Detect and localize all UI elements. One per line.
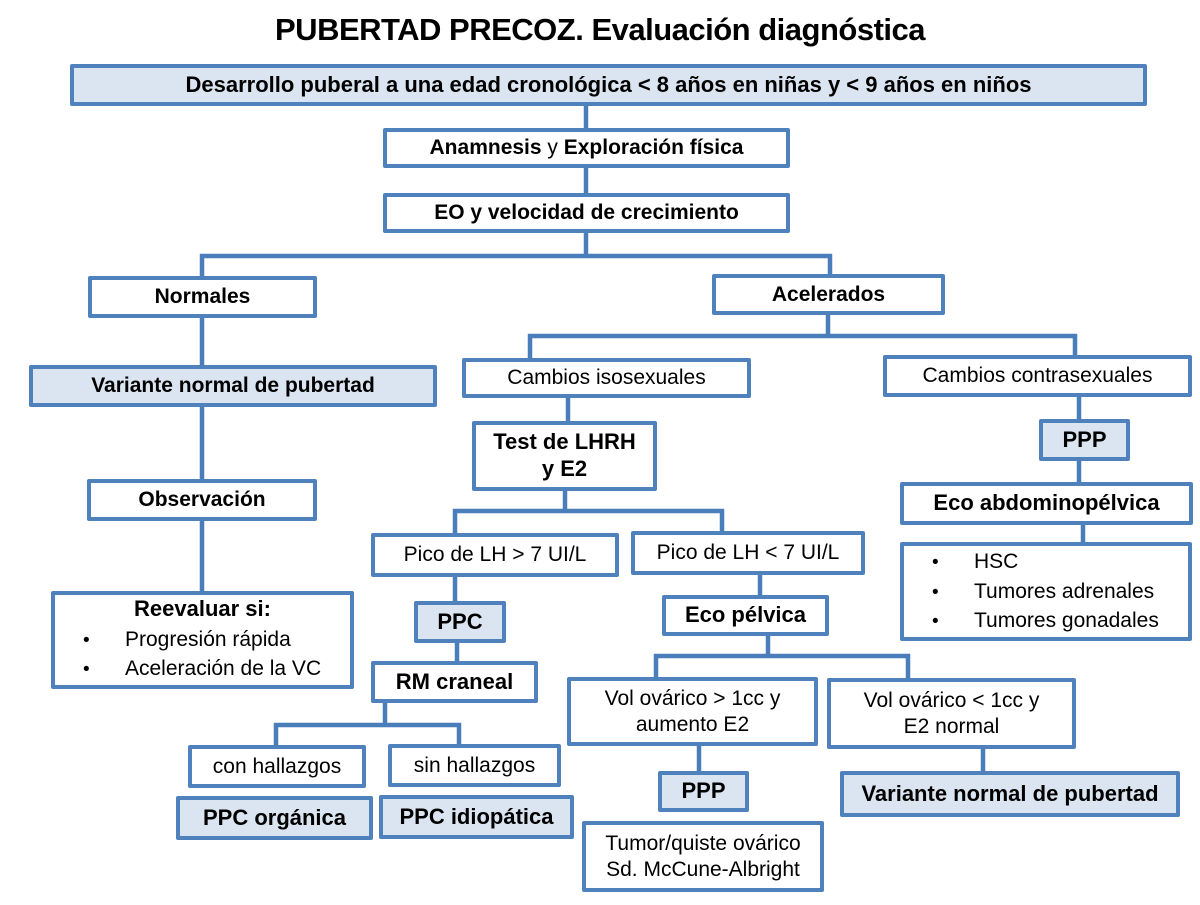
node-eo-label: EO y velocidad de crecimiento: [434, 201, 739, 225]
node-rm-craneal-label: RM craneal: [395, 668, 514, 694]
node-vol-bajo-line2: E2 normal: [903, 714, 1000, 738]
node-criteria-label: Desarrollo puberal a una edad cronológic…: [185, 71, 1032, 97]
node-contrasexuales-label: Cambios contrasexuales: [922, 364, 1153, 388]
node-test-lhrh: Test de LHRH y E2: [472, 421, 657, 491]
node-cambios-contrasexuales: Cambios contrasexuales: [883, 355, 1192, 397]
node-sin-hallazgos: sin hallazgos: [388, 744, 561, 787]
node-ppc: PPC: [414, 601, 506, 643]
node-vol-alto-line1: Vol ovárico > 1cc y: [604, 686, 781, 710]
node-acelerados-label: Acelerados: [771, 282, 886, 306]
node-variante-normal-left: Variante normal de pubertad: [29, 365, 437, 407]
node-test-lhrh-line2: y E2: [541, 456, 588, 481]
node-ppp-right: PPP: [1039, 419, 1130, 461]
list-item: Tumores gonadales: [910, 608, 1182, 634]
node-anamnesis: Anamnesis y Exploración física: [383, 128, 790, 168]
node-eco-pelvica: Eco pélvica: [662, 595, 829, 636]
node-con-hallazgos: con hallazgos: [188, 745, 366, 788]
node-tumor-line1: Tumor/quiste ovárico: [605, 831, 801, 855]
node-hallazgos-ppp: HSC Tumores adrenales Tumores gonadales: [900, 542, 1192, 641]
node-normales: Normales: [88, 276, 317, 318]
node-tumor-quiste: Tumor/quiste ovárico Sd. McCune-Albright: [582, 821, 824, 892]
node-acelerados: Acelerados: [712, 274, 945, 315]
node-sin-hallazgos-label: sin hallazgos: [413, 753, 536, 777]
list-item: Progresión rápida: [61, 627, 344, 653]
node-test-lhrh-line1: Test de LHRH: [493, 429, 636, 455]
node-ppc-idiopatica-label: PPC idiopática: [399, 803, 554, 829]
page-title: PUBERTAD PRECOZ. Evaluación diagnóstica: [275, 12, 925, 47]
node-variante-normal-right: Variante normal de pubertad: [840, 771, 1180, 817]
node-ppp-right-label: PPP: [1062, 426, 1107, 452]
node-vol-bajo-line1: Vol ovárico < 1cc y: [863, 688, 1040, 712]
node-cambios-isosexuales: Cambios isosexuales: [462, 358, 751, 398]
node-con-hallazgos-label: con hallazgos: [212, 754, 342, 778]
node-ppp-bottom: PPP: [658, 771, 749, 812]
node-ppc-label: PPC: [437, 608, 483, 634]
list-item: HSC: [910, 549, 1182, 575]
node-vol-alto-line2: aumento E2: [635, 712, 750, 736]
node-ppc-organica-label: PPC orgánica: [202, 804, 347, 830]
node-eo-velocidad: EO y velocidad de crecimiento: [383, 193, 790, 233]
node-pico-bajo-label: Pico de LH < 7 UI/L: [656, 541, 840, 565]
edge-split-normales-acelerados: [199, 253, 833, 279]
list-item: Aceleración de la VC: [61, 656, 344, 682]
node-vol-ovarico-bajo: Vol ovárico < 1cc y E2 normal: [827, 678, 1076, 749]
node-ppc-organica: PPC orgánica: [176, 796, 373, 840]
node-reevaluar: Reevaluar si: Progresión rápida Acelerac…: [51, 591, 354, 689]
node-pico-lh-bajo: Pico de LH < 7 UI/L: [631, 531, 865, 575]
node-ppp-bottom-label: PPP: [681, 778, 726, 804]
edge-split-iso-contra: [527, 333, 1078, 361]
node-normales-label: Normales: [154, 285, 251, 309]
node-reevaluar-heading: Reevaluar si:: [134, 595, 271, 621]
node-vol-ovarico-alto: Vol ovárico > 1cc y aumento E2: [567, 677, 818, 746]
node-observacion: Observación: [87, 479, 317, 521]
edge-split-pico: [452, 508, 725, 536]
edge-split-vol: [653, 653, 911, 681]
node-rm-craneal: RM craneal: [371, 661, 538, 703]
list-item: Tumores adrenales: [910, 579, 1182, 605]
node-eco-abdomino-label: Eco abdominopélvica: [933, 490, 1160, 516]
node-variante-left-label: Variante normal de pubertad: [91, 374, 375, 398]
node-isosexuales-label: Cambios isosexuales: [507, 366, 706, 390]
edge-split-hallazgos: [273, 722, 462, 748]
node-observacion-label: Observación: [138, 488, 266, 512]
node-tumor-line2: Sd. McCune-Albright: [606, 857, 800, 881]
node-pico-alto-label: Pico de LH > 7 UI/L: [403, 543, 587, 567]
node-eco-abdominopelvica: Eco abdominopélvica: [900, 482, 1193, 525]
node-variante-right-label: Variante normal de pubertad: [861, 780, 1159, 806]
node-pico-lh-alto: Pico de LH > 7 UI/L: [371, 533, 619, 577]
node-anamnesis-label: Anamnesis y Exploración física: [429, 136, 744, 160]
node-criteria: Desarrollo puberal a una edad cronológic…: [70, 64, 1147, 106]
node-eco-pelvica-label: Eco pélvica: [684, 602, 807, 628]
node-ppc-idiopatica: PPC idiopática: [379, 795, 574, 839]
